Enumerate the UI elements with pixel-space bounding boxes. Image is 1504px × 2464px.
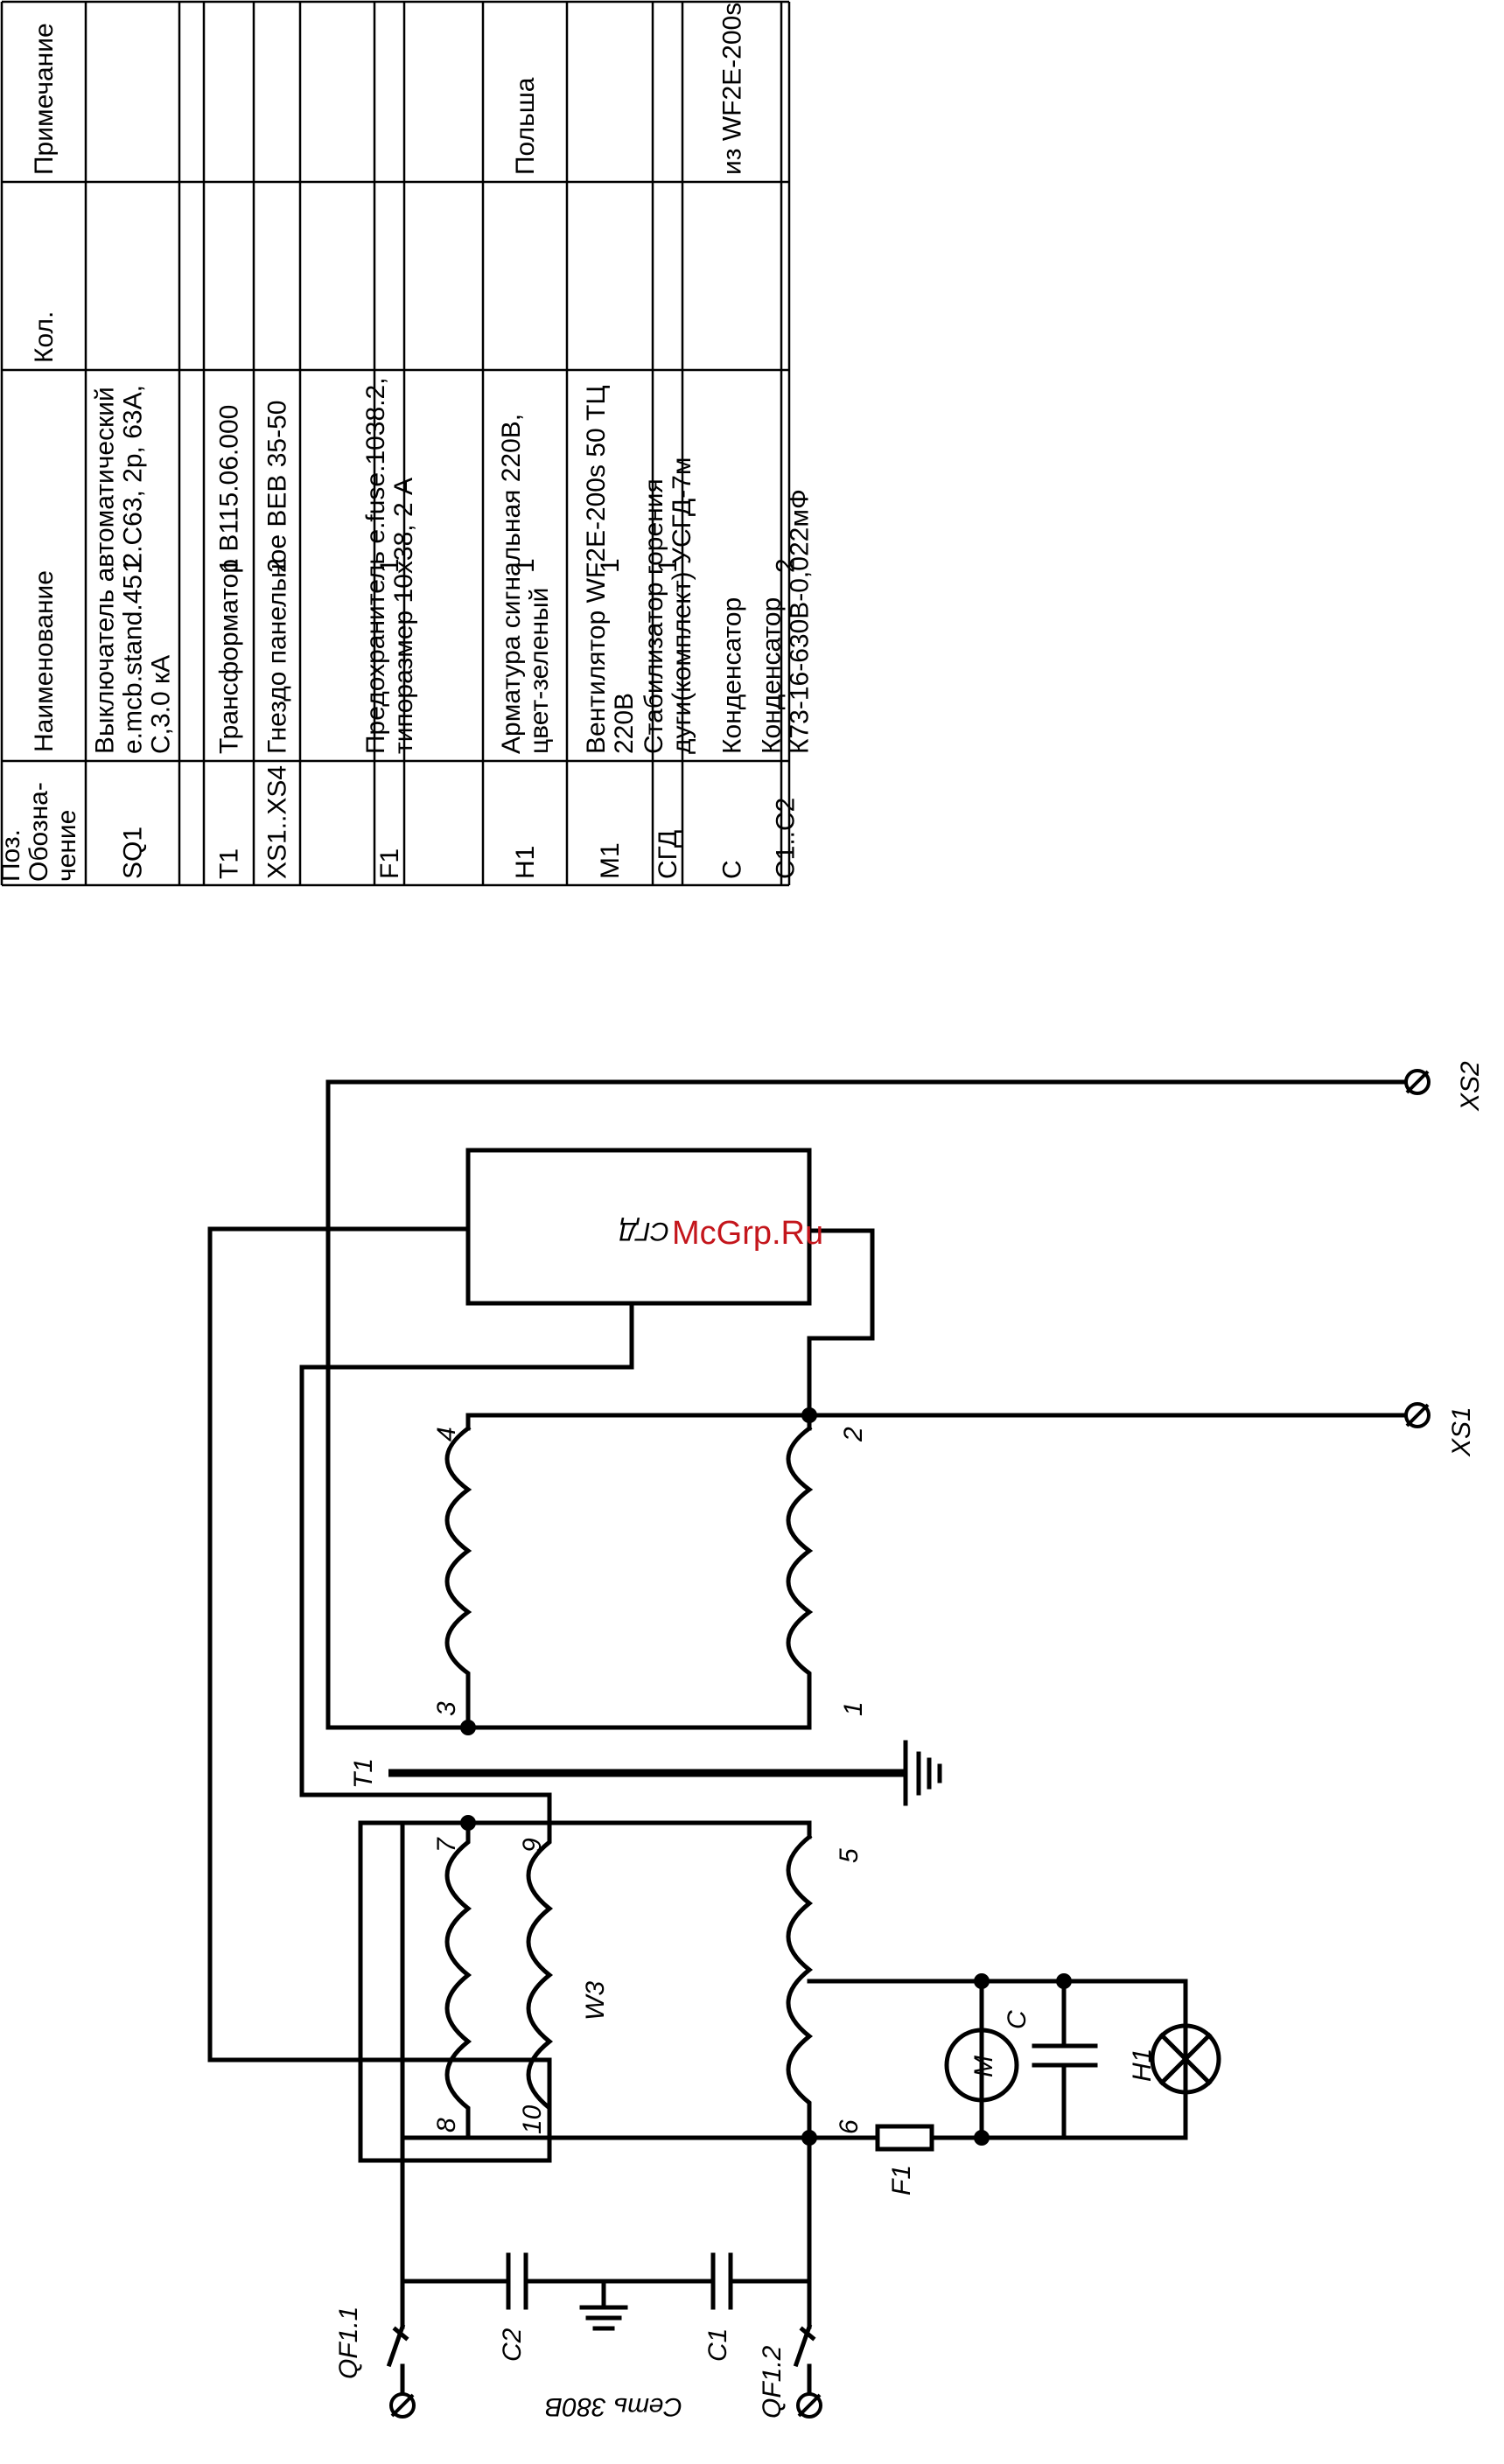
switch-qf11-tick bbox=[392, 2326, 409, 2342]
junction-tap-c bbox=[974, 1973, 990, 1989]
cell-pos: СГД bbox=[654, 830, 682, 879]
label-xs2: XS2 bbox=[1456, 1061, 1485, 1112]
lamp-x2 bbox=[1158, 2032, 1213, 2086]
pin-1: 1 bbox=[839, 1701, 868, 1716]
wire-sgd-right bbox=[807, 1228, 875, 1418]
table-grid bbox=[0, 0, 791, 887]
pin-8: 8 bbox=[432, 2118, 461, 2132]
label-qf12: QF1.2 bbox=[758, 2345, 787, 2419]
cell-name: Стабилизатор горениядуги(комплект) УСГД-… bbox=[640, 457, 696, 754]
junction-motor-bottom bbox=[974, 2130, 990, 2146]
label-qf11: QF1.1 bbox=[334, 2307, 363, 2379]
coil-5-6 bbox=[786, 1833, 814, 2140]
pin-9: 9 bbox=[518, 1838, 547, 1853]
label-t1: T1 bbox=[349, 1758, 378, 1789]
coil-9-10 bbox=[526, 1820, 554, 2140]
cell-pos: H1 bbox=[511, 846, 540, 879]
cell-qty: 1 bbox=[596, 558, 625, 573]
cell-name: Выключатель автоматическийe.mcb.stand.45… bbox=[91, 385, 176, 754]
watermark: McGrp.Ru bbox=[672, 1215, 823, 1252]
cell-pos: C bbox=[718, 860, 747, 879]
junction-3 bbox=[460, 1720, 476, 1735]
terminal-xs2 bbox=[1404, 1069, 1431, 1095]
cell-note: Польша bbox=[511, 77, 540, 175]
wire-sgd-bottom bbox=[299, 1301, 634, 1825]
cell-pos: M1 bbox=[596, 842, 625, 879]
terminal-xs1 bbox=[1404, 1402, 1431, 1428]
junction-cap-c bbox=[1056, 1973, 1072, 1989]
pin-3: 3 bbox=[432, 1701, 461, 1716]
junction-6 bbox=[801, 2130, 817, 2146]
label-xs1: XS1 bbox=[1447, 1407, 1476, 1457]
cell-qty: 2 bbox=[772, 558, 801, 573]
cell-qty: 2 bbox=[263, 558, 292, 573]
cell-pos: C1..C2 bbox=[772, 798, 801, 879]
label-c1: C1 bbox=[703, 2328, 732, 2362]
lamp-h1 bbox=[1150, 2023, 1221, 2095]
cell-qty: 1 bbox=[215, 558, 244, 573]
motor-m bbox=[944, 2028, 1019, 2103]
pin-10: 10 bbox=[518, 2105, 547, 2134]
pin-6: 6 bbox=[835, 2119, 864, 2134]
pin-5: 5 bbox=[835, 1848, 864, 1863]
pin-4: 4 bbox=[432, 1427, 461, 1441]
cell-name: Конденсатор bbox=[718, 597, 747, 754]
schematic: XS2 XS1 T1 W3 C M H1 F1 QF1.1 QF1.2 C2 C… bbox=[207, 1061, 1485, 2421]
fuse-f1 bbox=[875, 2124, 934, 2152]
pin-2: 2 bbox=[839, 1427, 868, 1442]
cell-note: из WF2E-200s bbox=[718, 3, 747, 175]
wire-top-lower bbox=[400, 1820, 812, 2140]
cell-qty: 1 bbox=[654, 558, 682, 573]
cell-pos: T1 bbox=[215, 848, 244, 879]
switch-qf12-tick bbox=[799, 2326, 816, 2342]
label-f1: F1 bbox=[887, 2165, 916, 2195]
junction-7 bbox=[460, 1815, 476, 1831]
parts-table: Поз.Обозна-чение Наименование Кол. Примечан… bbox=[0, 0, 815, 887]
coil-4-3 bbox=[444, 1425, 472, 1730]
label-mains: Сеть 380В bbox=[545, 2392, 682, 2421]
header-name: Наименование bbox=[30, 570, 59, 752]
coil-7-8 bbox=[400, 1820, 472, 2140]
label-c: C bbox=[1003, 2010, 1032, 2029]
cell-pos: SQ1 bbox=[119, 827, 148, 879]
wire-cap-c-out bbox=[979, 2063, 1067, 2140]
cell-qty: 1 bbox=[119, 558, 148, 573]
cell-qty: 1 bbox=[511, 558, 540, 573]
cell-name: Гнездо панельное BEB 35-50 bbox=[263, 401, 292, 754]
header-pos: Поз.Обозна-чение bbox=[0, 782, 81, 882]
pin-7: 7 bbox=[432, 1837, 461, 1853]
header-qty: Кол. bbox=[30, 311, 59, 363]
coil-2-1 bbox=[786, 1425, 814, 1730]
label-h1: H1 bbox=[1128, 2049, 1157, 2082]
wire-left-rail bbox=[325, 1079, 471, 1730]
terminal-qf12 bbox=[796, 2392, 822, 2419]
label-w3: W3 bbox=[581, 1981, 610, 2021]
cell-pos: F1 bbox=[375, 848, 404, 879]
table-text: Поз.Обозна-чение Наименование Кол. Примечан… bbox=[0, 3, 815, 882]
cell-name: Трансформатор В115.06.000 bbox=[215, 405, 244, 754]
label-m: M bbox=[969, 2056, 998, 2077]
cell-name: Арматура сигнальная 220В,цвет-зеленый bbox=[497, 414, 554, 754]
junction-2 bbox=[801, 1407, 817, 1423]
terminal-qf11 bbox=[389, 2392, 416, 2419]
label-sgd: СГД bbox=[619, 1217, 669, 1246]
header-note: Примечание bbox=[30, 23, 59, 175]
cell-name: Предохранитель e.fuse.1038.2,типоразмер … bbox=[361, 377, 418, 754]
cell-pos: XS1..XS4 bbox=[263, 765, 292, 879]
cell-qty: 1 bbox=[375, 558, 404, 573]
label-c2: C2 bbox=[498, 2328, 527, 2362]
cell-name: КонденсаторК73-16-630В-0,022мФ bbox=[758, 489, 815, 754]
cell-name: Вентилятор WF2E-200s 50 ТЦ220В bbox=[582, 385, 639, 754]
